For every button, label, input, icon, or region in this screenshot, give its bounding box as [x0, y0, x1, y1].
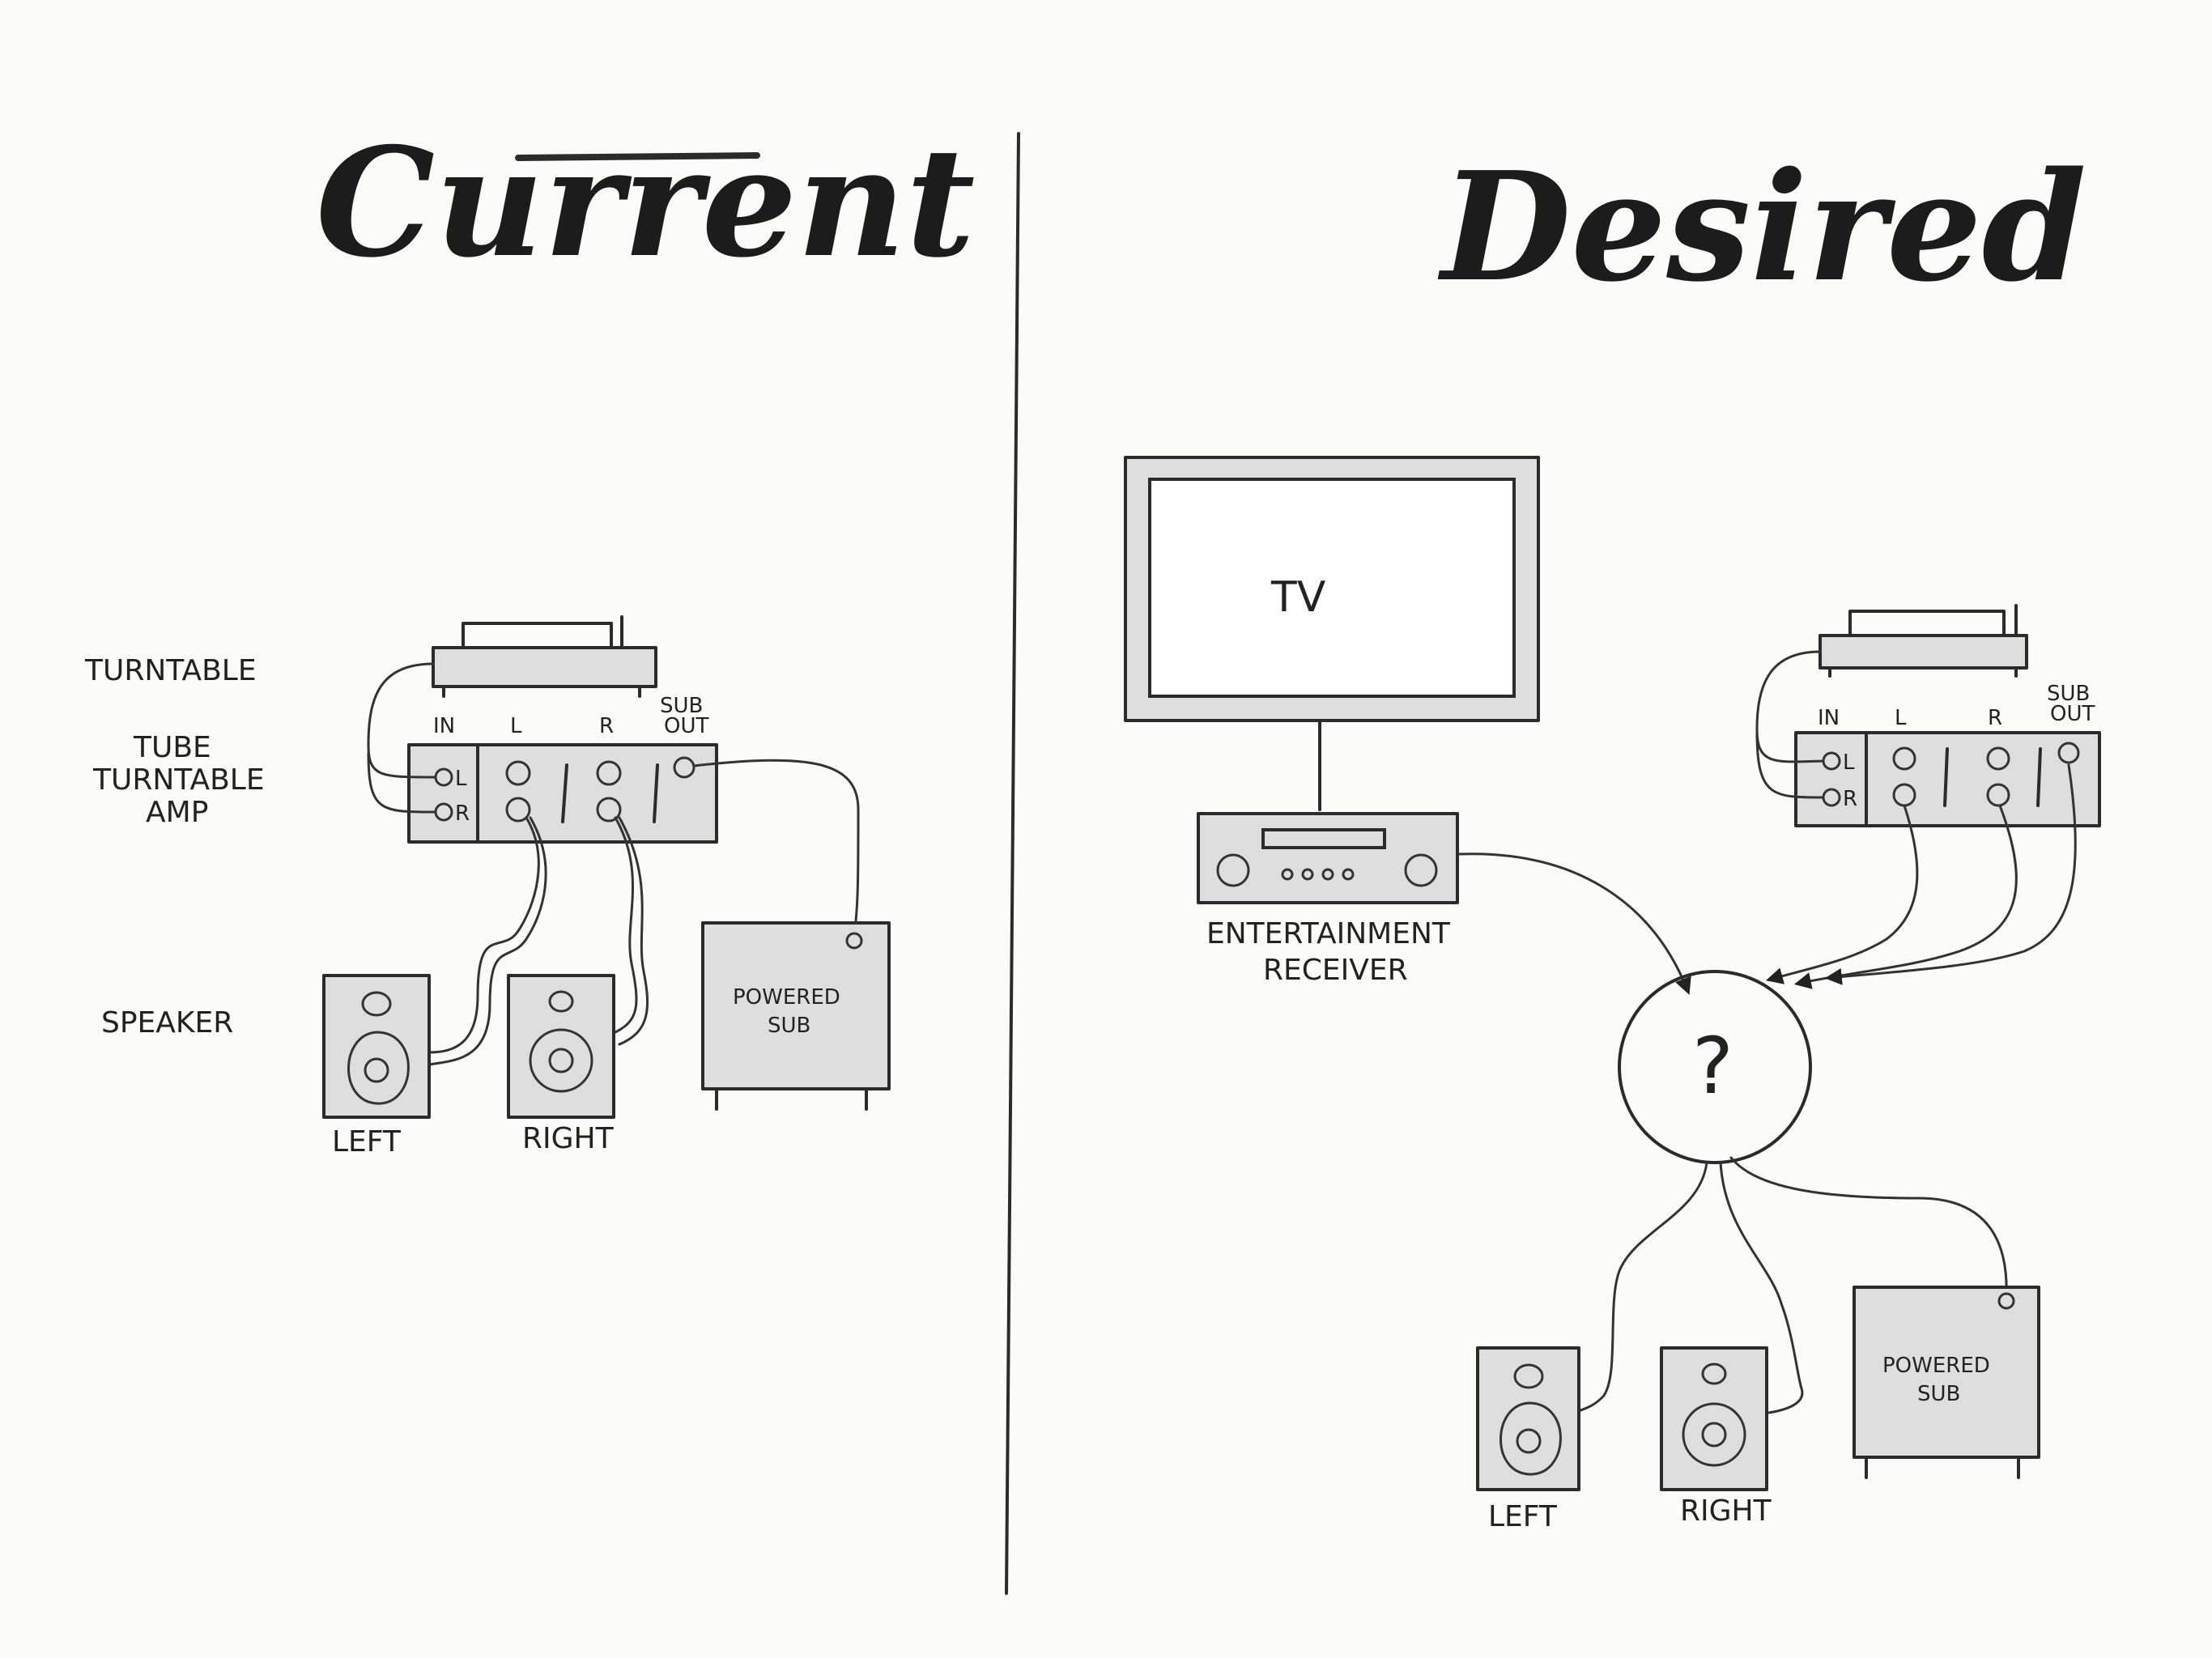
- svg-text:OUT: OUT: [664, 714, 708, 738]
- turntable: [432, 615, 657, 698]
- svg-text:IN: IN: [1818, 706, 1840, 730]
- desired-input-arrows: [1457, 763, 2077, 995]
- svg-text:?: ?: [1692, 1021, 1733, 1112]
- svg-text:SUB: SUB: [2047, 682, 2090, 706]
- label-receiver-line2: RECEIVER: [1263, 954, 1408, 987]
- tv: TV: [1124, 456, 1540, 811]
- desired-amp: IN L R SUB OUT L R: [1794, 682, 2101, 827]
- current-left-label: LEFT: [332, 1125, 402, 1158]
- svg-text:POWERED: POWERED: [733, 985, 840, 1010]
- svg-text:OUT: OUT: [2050, 702, 2095, 726]
- label-amp-line2: TURNTABLE: [92, 763, 265, 797]
- desired-setup: TV ENTERTAINMENT RECEIVER IN: [1124, 456, 2101, 1533]
- desired-powered-sub: POWERED SUB: [1853, 1286, 2040, 1479]
- current-right-label: RIGHT: [522, 1122, 615, 1155]
- svg-text:L: L: [1843, 750, 1855, 775]
- svg-text:R: R: [1988, 706, 2002, 730]
- svg-text:R: R: [599, 714, 614, 738]
- title-current-underline: [515, 152, 760, 161]
- desired-output-wires: [1573, 1156, 2008, 1414]
- label-speaker: SPEAKER: [101, 1006, 233, 1039]
- svg-text:L: L: [510, 714, 522, 738]
- entertainment-receiver: [1197, 812, 1459, 904]
- svg-text:SUB: SUB: [768, 1014, 810, 1038]
- desired-turntable: [1819, 604, 2028, 678]
- svg-text:R: R: [1843, 787, 1857, 811]
- desired-turntable-wire-l: [1755, 650, 1825, 763]
- label-amp-line3: AMP: [146, 796, 208, 829]
- current-right-speaker: [507, 974, 615, 1119]
- unknown-device: ?: [1618, 970, 1812, 1164]
- section-divider: [1005, 132, 1020, 1595]
- svg-text:SUB: SUB: [660, 694, 703, 718]
- current-setup: TURNTABLE TUBE TURNTABLE AMP SPEAKER IN …: [84, 615, 891, 1158]
- svg-text:POWERED: POWERED: [1882, 1354, 1990, 1378]
- desired-right-speaker: [1660, 1346, 1768, 1491]
- svg-text:L: L: [1895, 706, 1907, 730]
- label-receiver-line1: ENTERTAINMENT: [1206, 917, 1451, 950]
- tube-turntable-amp: IN L R SUB OUT L R: [407, 694, 718, 844]
- label-turntable: TURNTABLE: [84, 654, 257, 687]
- label-amp-line1: TUBE: [133, 731, 211, 764]
- desired-turntable-wire-r: [1755, 731, 1825, 799]
- svg-text:TV: TV: [1270, 573, 1326, 622]
- title-desired: Desired: [1437, 138, 2087, 315]
- svg-text:L: L: [455, 767, 467, 791]
- current-wires: [367, 662, 860, 1066]
- current-powered-sub: POWERED SUB: [701, 921, 891, 1111]
- svg-text:R: R: [455, 801, 470, 826]
- svg-text:IN: IN: [433, 714, 455, 738]
- title-current: Current: [316, 114, 975, 291]
- desired-right-label: RIGHT: [1680, 1494, 1772, 1528]
- desired-left-label: LEFT: [1488, 1500, 1558, 1533]
- svg-text:SUB: SUB: [1917, 1382, 1960, 1406]
- desired-left-speaker: [1476, 1346, 1580, 1491]
- current-left-speaker: [322, 974, 431, 1119]
